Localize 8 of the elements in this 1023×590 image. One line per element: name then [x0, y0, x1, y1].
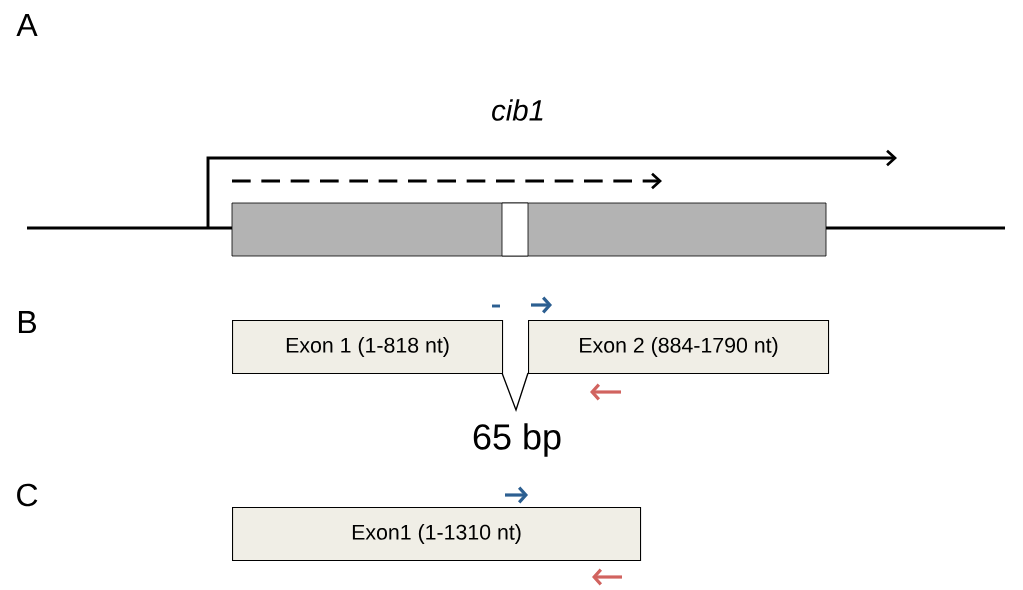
exon-box: Exon 2 (884-1790 nt) [528, 320, 830, 375]
exon-box: Exon1 (1-1310 nt) [232, 507, 642, 562]
gene-name: cib1 [492, 99, 543, 121]
panel-letter: A [16, 14, 38, 36]
panel-letter: C [17, 483, 38, 507]
panel-letter: B [18, 311, 36, 333]
size-label: 65 bp [473, 423, 561, 457]
exon-box: Exon 1 (1-818 nt) [232, 320, 504, 375]
